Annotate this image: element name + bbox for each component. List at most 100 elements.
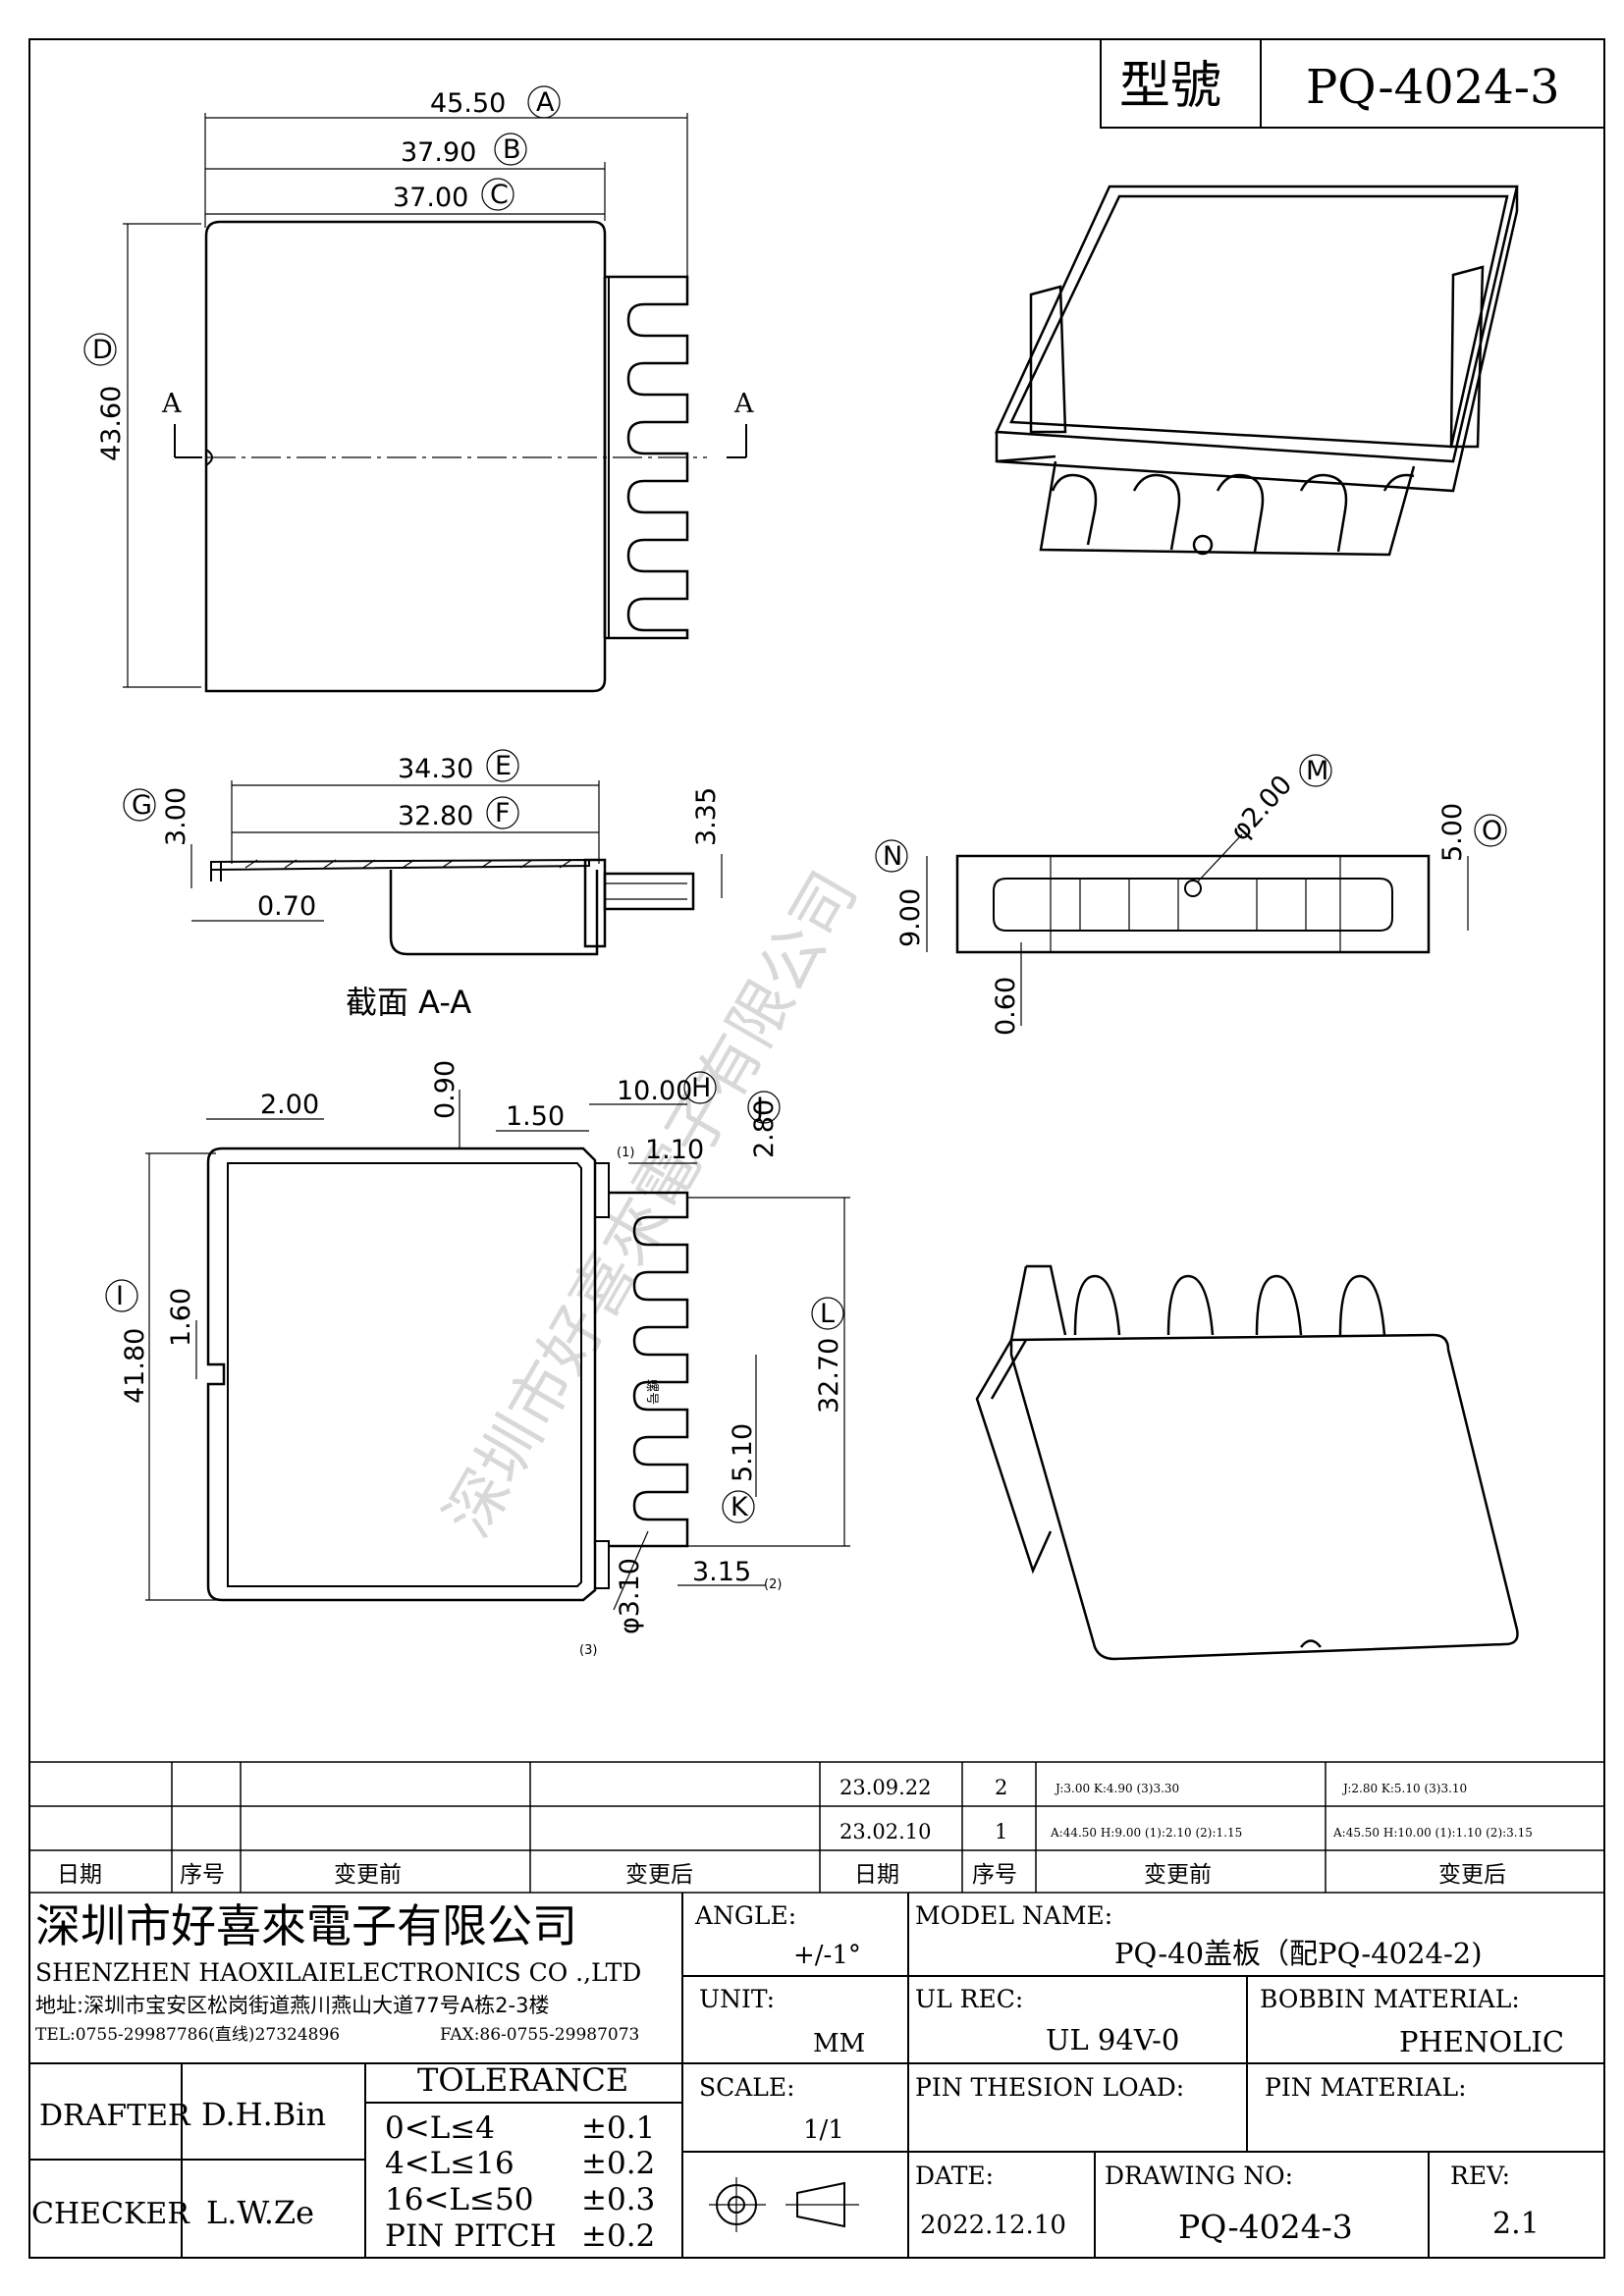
rev-header-before1: 变更前 [334, 1862, 402, 1888]
dim-N-value: 9.00 [895, 888, 926, 947]
side-view: φ2.00 M 9.00 N 5.00 O 0.60 [875, 754, 1507, 1036]
dim-section-right: 3.35 [691, 787, 722, 846]
callout-J-letter: J [754, 1093, 764, 1123]
rev-row1-date: 23.09.22 [839, 1776, 932, 1799]
marking-text: 螺号 [644, 1379, 659, 1405]
dim-L-value: 32.70 [814, 1338, 844, 1414]
top-view: 45.50 A 37.90 B 37.00 C 43.60 D A A [83, 85, 754, 693]
rev-row1-after: J:2.80 K:5.10 (3)3.10 [1341, 1782, 1467, 1795]
tolerance-range-1: 0<L≤4 [385, 2110, 495, 2146]
rev-header-no2: 序号 [972, 1862, 1017, 1888]
callout-A [527, 85, 561, 119]
tolerance-value-4: ±0.2 [581, 2218, 655, 2254]
dim-J-value: 2.80 [749, 1099, 780, 1158]
pin-material-label: PIN MATERIAL: [1265, 2073, 1467, 2102]
dim-5-10: 5.10 [728, 1423, 758, 1482]
rev-row1-before: J:3.00 K:4.90 (3)3.30 [1054, 1782, 1179, 1795]
callout-I-letter: I [116, 1281, 124, 1311]
note-1: (1) [617, 1146, 634, 1160]
checker-name: L.W.Ze [206, 2194, 314, 2231]
callout-C-letter: C [490, 180, 509, 210]
unit-value: MM [813, 2029, 865, 2058]
scale-label: SCALE: [699, 2073, 795, 2102]
company-fax: FAX:86-0755-29987073 [440, 2025, 639, 2045]
callout-H-letter: H [691, 1073, 711, 1103]
model-label: MODEL NAME: [915, 1901, 1112, 1930]
projection-symbol-icon [709, 2177, 859, 2232]
dim-3-15: 3.15 [692, 1557, 751, 1587]
callout-O-letter: O [1482, 816, 1502, 846]
dim-C-value: 37.00 [393, 183, 468, 213]
bobbin-label: BOBBIN MATERIAL: [1260, 1985, 1520, 2013]
dim-2-00: 2.00 [260, 1090, 319, 1120]
callout-B-letter: B [503, 134, 521, 165]
model-value: PQ-40盖板（配PQ-4024-2) [1114, 1937, 1483, 1970]
drawing-no-label: DRAWING NO: [1105, 2162, 1293, 2190]
callout-F [486, 796, 519, 829]
dim-1-60: 1.60 [166, 1288, 196, 1347]
section-mark-left: A [161, 389, 182, 419]
tolerance-range-3: 16<L≤50 [385, 2182, 533, 2217]
rev-row2-date: 23.02.10 [839, 1820, 932, 1843]
info-block: 深圳市好喜來電子有限公司 SHENZHEN HAOXILAIELECTRONIC… [29, 1893, 1604, 2258]
rev-header-after1: 变更后 [625, 1862, 693, 1888]
callout-E [486, 749, 519, 782]
rev-header-no1: 序号 [180, 1862, 225, 1888]
company-tel: TEL:0755-29987786(直线)27324896 [35, 2025, 340, 2045]
tolerance-value-3: ±0.3 [581, 2182, 655, 2217]
title-block: 型號 PQ-4024-3 [1100, 38, 1605, 129]
dim-1-50: 1.50 [506, 1101, 565, 1132]
dim-D-value: 43.60 [96, 386, 127, 461]
drafter-label: DRAFTER [39, 2099, 191, 2133]
callout-C [481, 178, 514, 211]
dim-B-value: 37.90 [401, 137, 476, 168]
title-model: PQ-4024-3 [1306, 60, 1560, 115]
pin-load-label: PIN THESION LOAD: [915, 2073, 1184, 2102]
callout-A-letter: A [536, 87, 555, 118]
rev-header-date2: 日期 [854, 1862, 899, 1888]
callout-L-letter: L [820, 1299, 835, 1329]
angle-value: +/-1° [793, 1941, 861, 1970]
company-address: 地址:深圳市宝安区松岗街道燕川燕山大道77号A栋2-3楼 [35, 1994, 549, 2017]
tolerance-value-2: ±0.2 [581, 2146, 655, 2181]
date-label: DATE: [915, 2162, 994, 2190]
callout-H [683, 1071, 717, 1104]
callout-M [1299, 754, 1332, 787]
ul-value: UL 94V-0 [1046, 2023, 1179, 2056]
bottom-view: 2.00 0.90 1.50 10.00 H J 2.80 (1) 1.10 4… [105, 1060, 850, 1658]
callout-N [875, 839, 908, 873]
dim-F-value: 32.80 [398, 801, 473, 831]
callout-G [123, 788, 156, 822]
callout-E-letter: E [495, 751, 512, 781]
dim-A-value: 45.50 [430, 88, 506, 119]
tolerance-value-1: ±0.1 [581, 2110, 655, 2146]
callout-M-letter: M [1306, 756, 1328, 786]
dim-I-value: 41.80 [120, 1328, 150, 1404]
callout-D-letter: D [92, 335, 113, 365]
watermark: 深圳市好喜來電子有限公司 [432, 860, 872, 1549]
dim-3-10: φ3.10 [615, 1558, 645, 1634]
rev-header-date1: 日期 [57, 1862, 102, 1888]
tolerance-title: TOLERANCE [417, 2061, 628, 2099]
dim-1-10: 1.10 [645, 1135, 704, 1165]
dim-side-bottom: 0.60 [991, 977, 1021, 1036]
note-2: (2) [764, 1577, 782, 1592]
dim-M-value: φ2.00 [1224, 770, 1298, 847]
sheet-border [28, 38, 1605, 2259]
revision-table: 23.09.22 2 J:3.00 K:4.90 (3)3.30 J:2.80 … [29, 1761, 1604, 1894]
checker-label: CHECKER [31, 2197, 190, 2231]
callout-O [1474, 814, 1507, 847]
rev-row1-no: 2 [995, 1776, 1007, 1799]
callout-F-letter: F [495, 798, 511, 828]
note-3: (3) [579, 1643, 597, 1658]
dim-E-value: 34.30 [398, 754, 473, 784]
callout-D [83, 333, 117, 366]
dim-0-90: 0.90 [430, 1060, 460, 1119]
section-caption: 截面 A-A [346, 984, 471, 1021]
unit-label: UNIT: [699, 1985, 775, 2013]
callout-B [494, 133, 527, 166]
callout-K [722, 1490, 755, 1523]
callout-G-letter: G [132, 790, 152, 821]
drafter-name: D.H.Bin [201, 2096, 326, 2133]
